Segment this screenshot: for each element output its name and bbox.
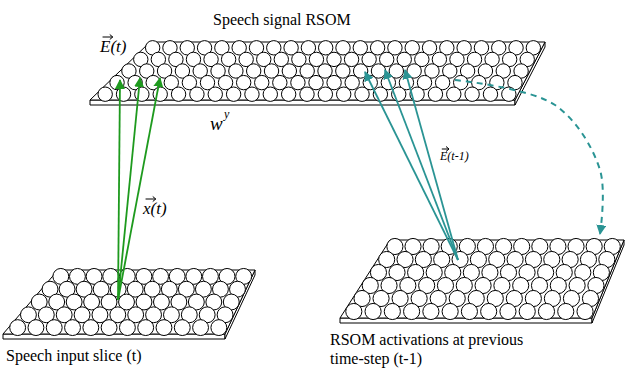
neuron-unit — [135, 87, 149, 101]
neuron-unit — [10, 320, 26, 336]
neuron-unit — [98, 87, 112, 101]
neuron-unit — [465, 87, 479, 101]
neuron-unit — [577, 303, 593, 319]
neuron-unit — [318, 87, 332, 101]
neuron-unit — [65, 320, 81, 336]
math-symbol: E(t) — [100, 38, 126, 57]
neuron-unit — [500, 303, 516, 319]
neuron-unit — [519, 303, 535, 319]
neuron-unit — [291, 75, 305, 89]
neuron-unit — [153, 87, 167, 101]
neuron-unit — [558, 303, 574, 319]
map-caption: Speech signal RSOM — [213, 10, 433, 29]
neuron-unit — [28, 320, 44, 336]
weight-connection — [118, 80, 120, 300]
neuron-unit — [384, 303, 400, 319]
neuron-unit — [171, 87, 185, 101]
neuron-unit — [483, 87, 497, 101]
neuron-unit — [101, 320, 117, 336]
neuron-unit — [193, 320, 209, 336]
neuron-unit — [442, 303, 458, 319]
neuron-unit — [245, 87, 259, 101]
neuron-unit — [404, 303, 420, 319]
neuron-unit — [481, 303, 497, 319]
vector-arrow — [442, 147, 449, 152]
activation-map: RSOM activations at previous time-step (… — [330, 230, 630, 382]
neuron-unit — [447, 87, 461, 101]
math-symbol: w — [210, 114, 223, 135]
neuron-unit — [337, 87, 351, 101]
neuron-unit — [83, 320, 99, 336]
neuron-unit — [208, 87, 222, 101]
neuron-unit — [346, 303, 362, 319]
weight-connection — [118, 78, 160, 300]
neuron-unit — [410, 87, 424, 101]
neuron-unit — [502, 87, 516, 101]
neuron-unit — [46, 320, 62, 336]
neuron-unit — [392, 87, 406, 101]
weight-connection — [118, 78, 140, 300]
neuron-unit — [146, 75, 160, 89]
neuron-unit — [119, 320, 135, 336]
vector-arrow — [103, 35, 113, 40]
neuron-unit — [281, 87, 295, 101]
neuron-unit — [538, 303, 554, 319]
neuron-unit — [300, 87, 314, 101]
neuron-unit — [116, 87, 130, 101]
neuron-unit — [190, 87, 204, 101]
rsom-map: Speech signal RSOM — [85, 8, 550, 110]
neuron-unit — [423, 303, 439, 319]
neuron-unit — [365, 303, 381, 319]
neuron-unit — [373, 87, 387, 101]
map-caption: Speech input slice (t) — [6, 346, 246, 365]
input-map: Speech input slice (t) — [0, 262, 260, 382]
neuron-unit — [226, 87, 240, 101]
neuron-unit — [461, 303, 477, 319]
neuron-unit — [138, 320, 154, 336]
neuron-unit — [156, 320, 172, 336]
map-caption: RSOM activations at previous time-step (… — [330, 330, 530, 368]
neuron-unit — [174, 320, 190, 336]
vector-arrow — [146, 197, 156, 202]
math-symbol: y — [224, 108, 229, 121]
neuron-unit — [428, 87, 442, 101]
neuron-unit — [211, 320, 227, 336]
neuron-unit — [355, 87, 369, 101]
math-symbol: x(t) — [143, 200, 167, 219]
math-symbol: E(t-1) — [440, 150, 469, 163]
neuron-unit — [263, 87, 277, 101]
